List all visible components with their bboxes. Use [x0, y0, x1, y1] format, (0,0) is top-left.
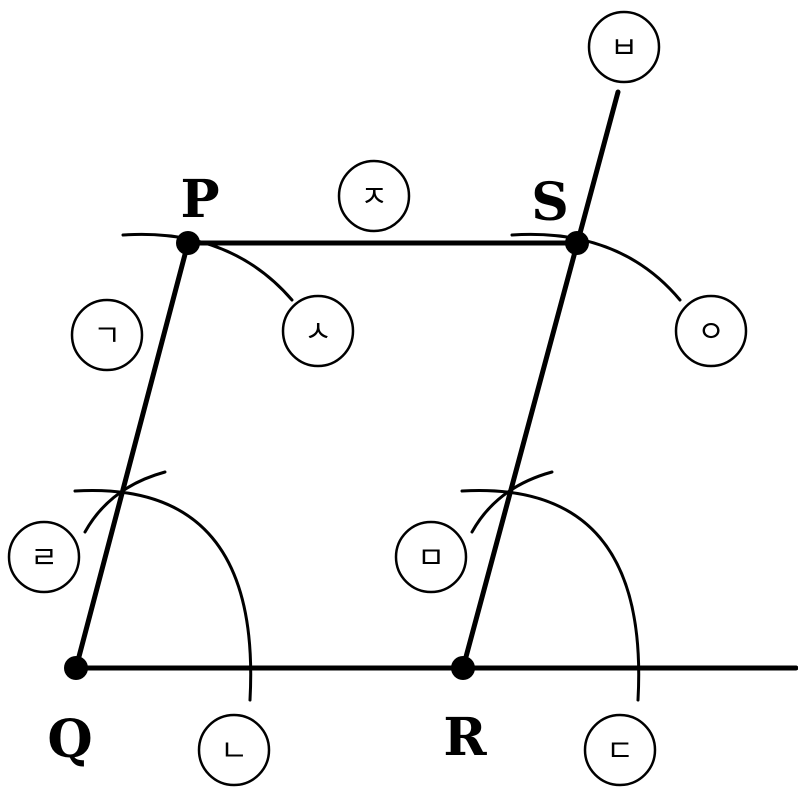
step-marker-giyeok-text: ㄱ	[93, 319, 121, 354]
arc-at-p	[121, 232, 294, 302]
step-marker-nieun-text: ㄴ	[220, 734, 248, 769]
arc-mark-on-rs	[470, 470, 554, 534]
point-r-dot	[451, 656, 475, 680]
step-marker-ieung: ㅇ	[674, 294, 748, 368]
step-marker-rieul: ㄹ	[7, 520, 81, 594]
arc-at-s	[510, 232, 682, 302]
point-p-label: P	[180, 169, 219, 230]
point-s-label: S	[531, 172, 569, 233]
point-q-dot	[64, 656, 88, 680]
step-marker-siot-text: ㅅ	[304, 315, 332, 350]
step-marker-mieum-text: ㅁ	[417, 541, 445, 576]
step-marker-bieup-text: ㅂ	[610, 31, 638, 66]
step-marker-bieup: ㅂ	[587, 10, 661, 84]
step-marker-rieul-text: ㄹ	[30, 541, 58, 576]
point-s-dot	[565, 231, 589, 255]
step-marker-digeut-text: ㄷ	[606, 734, 634, 769]
step-marker-giyeok: ㄱ	[70, 298, 144, 372]
point-p-dot	[176, 231, 200, 255]
step-marker-digeut: ㄷ	[583, 713, 657, 787]
step-marker-jieut-text: ㅈ	[360, 180, 388, 215]
step-marker-mieum: ㅁ	[394, 520, 468, 594]
step-marker-nieun: ㄴ	[197, 713, 271, 787]
arc-mark-on-pq	[83, 470, 167, 534]
step-marker-jieut: ㅈ	[337, 159, 411, 233]
step-marker-siot: ㅅ	[281, 294, 355, 368]
segment-pq	[73, 240, 191, 671]
point-q-label: Q	[47, 709, 92, 770]
point-r-label: R	[443, 707, 487, 768]
segment-rs-extended	[460, 89, 621, 671]
step-marker-ieung-text: ㅇ	[697, 315, 725, 350]
